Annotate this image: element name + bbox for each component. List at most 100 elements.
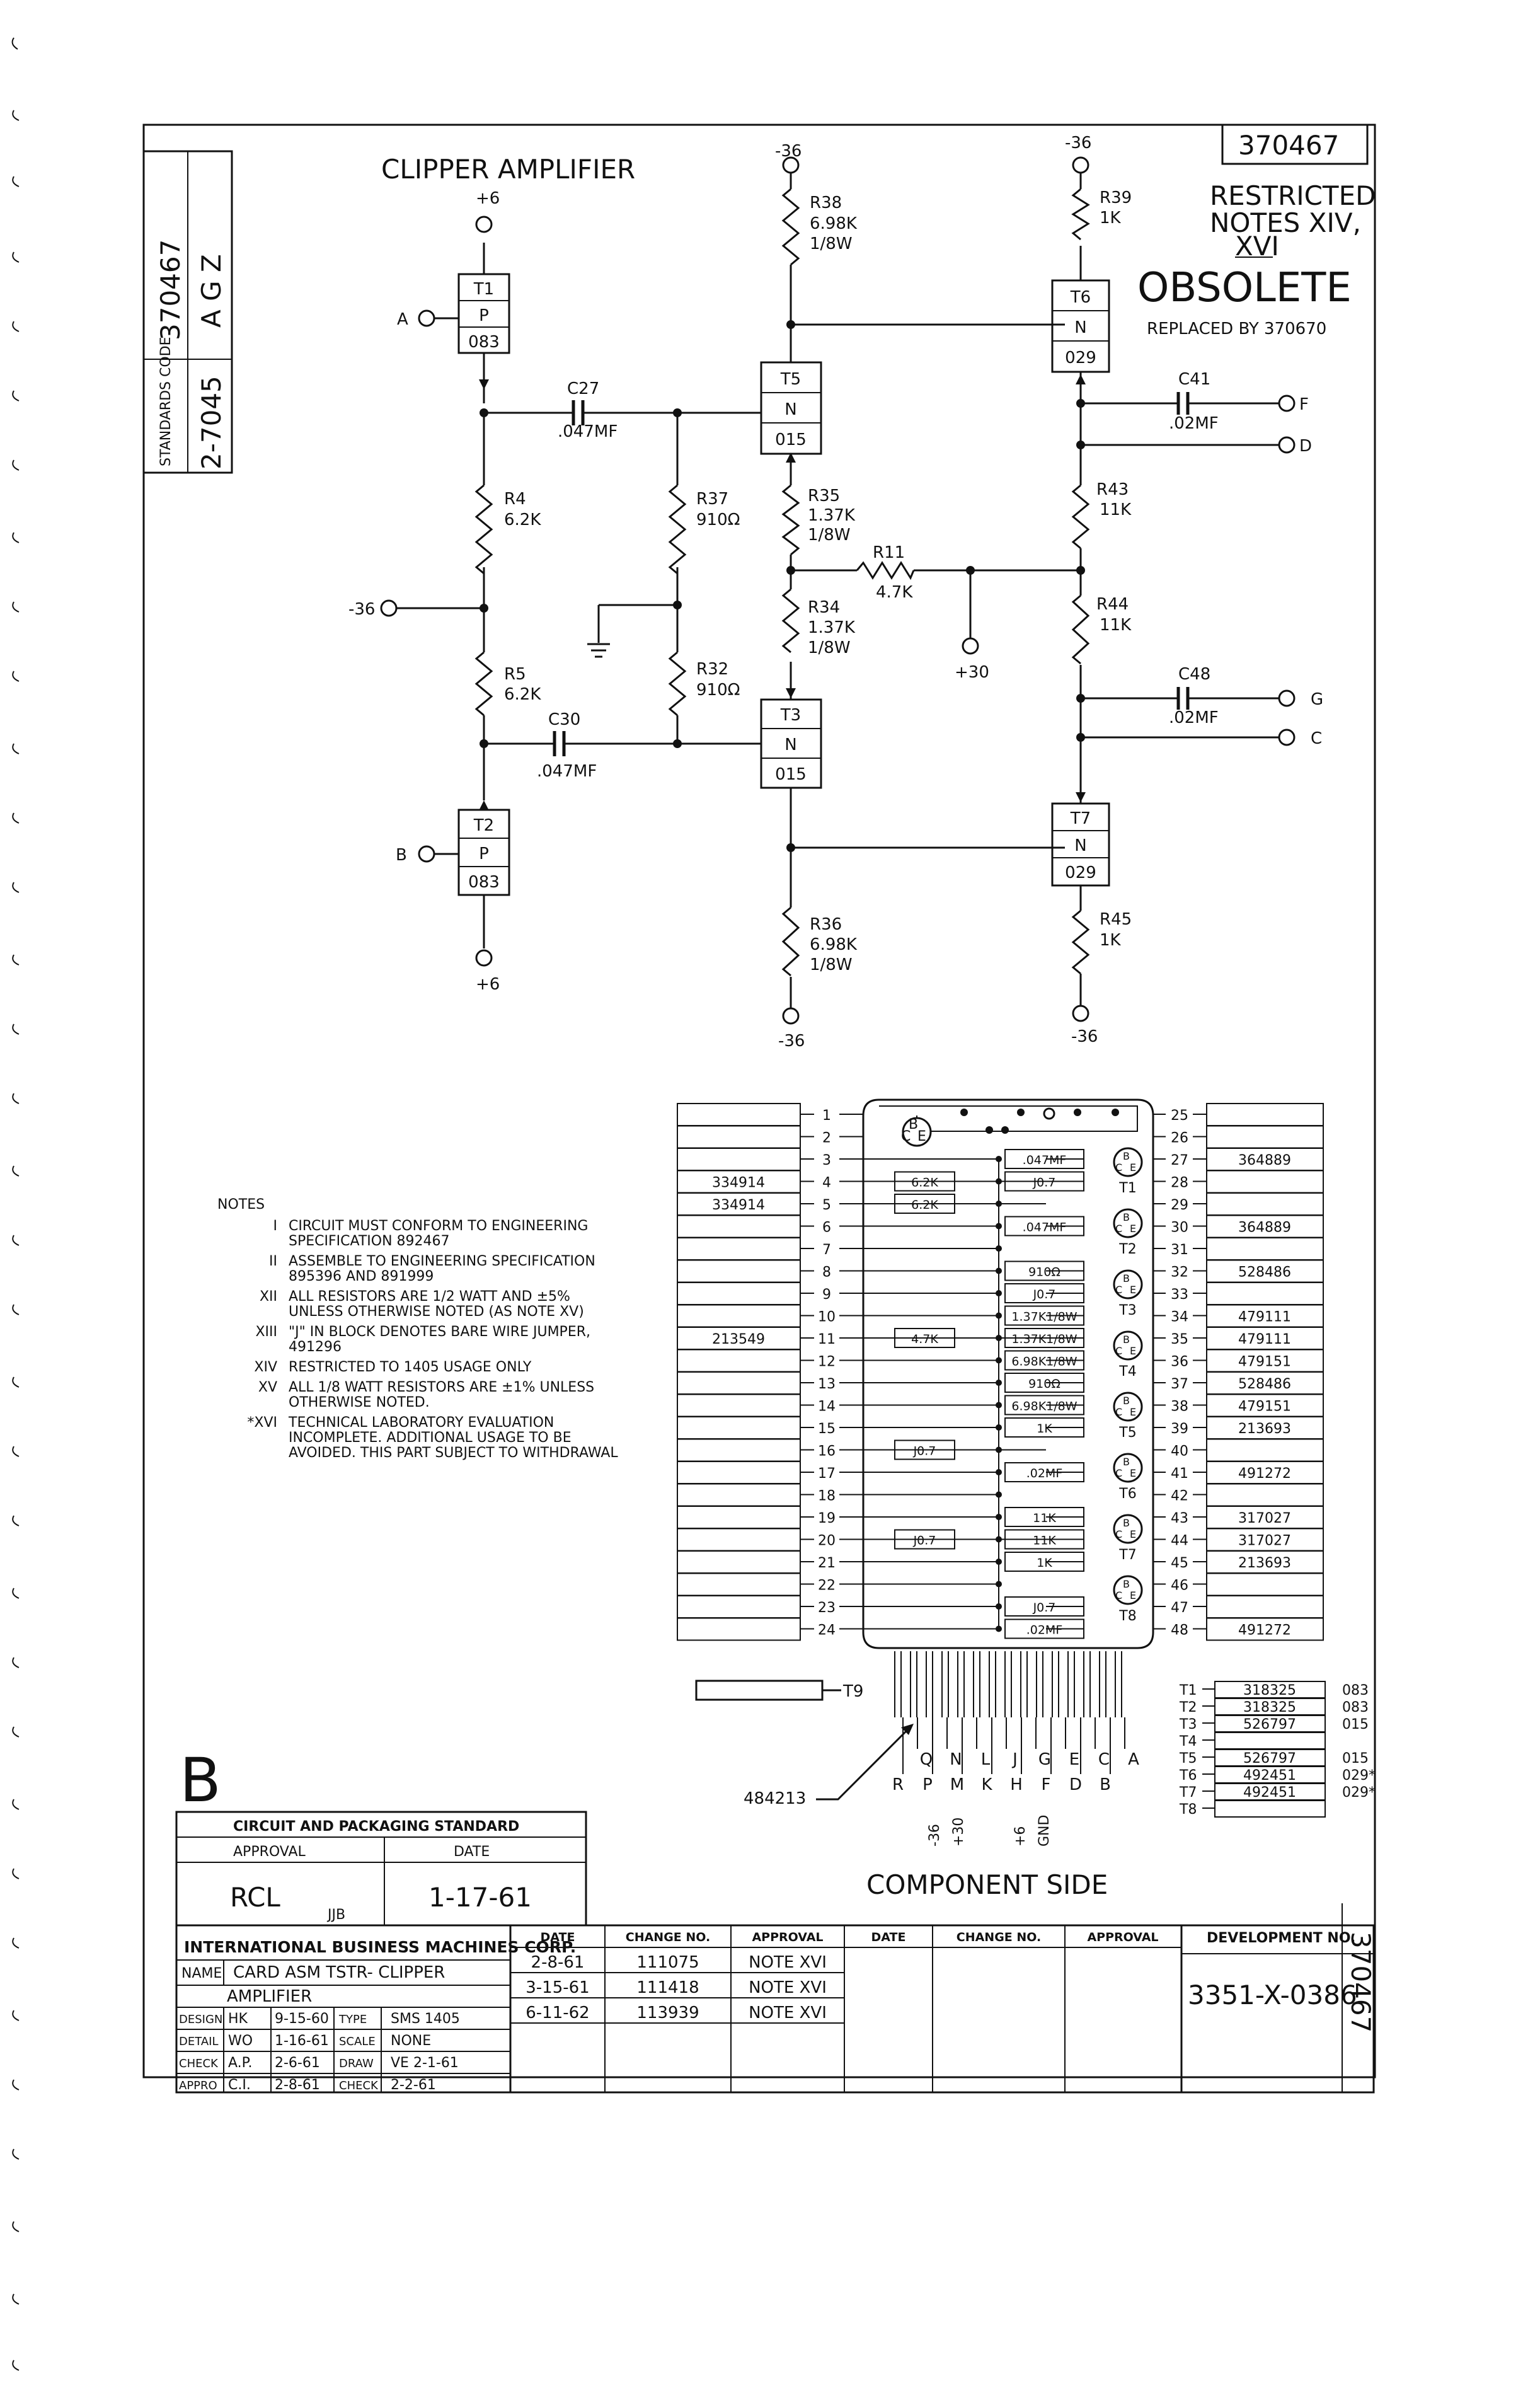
left-part-cell (677, 1483, 801, 1507)
change-header: APPROVAL (752, 1930, 823, 1944)
transistor-table-code: 083 (1342, 1683, 1369, 1698)
board-transistor-label: T1 (1118, 1180, 1136, 1196)
svg-text:C: C (1115, 1467, 1122, 1479)
pin-bottom-label: P (922, 1775, 933, 1794)
transistor-table-name: T7 (1179, 1785, 1197, 1801)
left-part-position: 14 (818, 1399, 836, 1415)
supply-minus36-r39: -36 (1065, 134, 1091, 153)
right-part-position: 27 (1171, 1153, 1188, 1168)
note-text: 491296 (289, 1339, 342, 1355)
right-part-position: 25 (1171, 1108, 1188, 1124)
svg-text:C48: C48 (1178, 665, 1210, 684)
ground-symbol (587, 643, 610, 658)
right-part-number: 364889 (1238, 1220, 1291, 1236)
standard-heading: CIRCUIT AND PACKAGING STANDARD (233, 1819, 519, 1835)
right-part-position: 28 (1171, 1175, 1188, 1191)
board-transistor-label: T2 (1118, 1242, 1136, 1257)
left-part-position: 18 (818, 1489, 836, 1504)
standard-approval: RCL (230, 1882, 280, 1913)
change-approval: NOTE XVI (749, 1953, 827, 1972)
svg-text:B: B (1123, 1272, 1130, 1284)
right-part-position: 47 (1171, 1600, 1188, 1616)
right-part-position: 33 (1171, 1287, 1188, 1303)
right-part-position: 48 (1171, 1623, 1188, 1639)
capacitor-plates (553, 392, 1190, 756)
svg-text:R43: R43 (1096, 480, 1129, 499)
junction-dots (480, 320, 1085, 852)
drawing-name-line2: AMPLIFIER (227, 1987, 312, 2006)
note-number: II (269, 1254, 277, 1269)
svg-text:1K: 1K (1100, 209, 1122, 228)
pin-supply-label: GND (1037, 1815, 1052, 1847)
terminal-b: B (396, 846, 407, 865)
svg-text:B: B (1123, 1517, 1130, 1529)
svg-text:C: C (1115, 1345, 1122, 1357)
transistor-table-code: 029* (1342, 1768, 1376, 1784)
transistor-table-code: 015 (1342, 1751, 1369, 1767)
svg-text:1.37K: 1.37K (808, 506, 856, 525)
svg-text:E: E (1130, 1589, 1136, 1601)
svg-text:029: 029 (1065, 863, 1096, 882)
r34-symbol (781, 588, 800, 654)
supply-minus36-r38: -36 (775, 142, 802, 161)
svg-text:015: 015 (775, 765, 807, 784)
right-part-cell (1206, 1125, 1324, 1149)
left-part-position: 4 (822, 1175, 831, 1191)
board-value-text: J0.7 (913, 1534, 936, 1548)
left-part-position: 16 (818, 1444, 836, 1460)
title-row-value: VE 2-1-61 (391, 2055, 459, 2071)
right-part-position: 32 (1171, 1265, 1188, 1281)
board-value-text: .02MF (1026, 1623, 1063, 1637)
change-number: 111075 (636, 1953, 699, 1972)
title-row-date: 9-15-60 (275, 2011, 329, 2027)
right-part-cell (1206, 1170, 1324, 1194)
svg-text:.047MF: .047MF (537, 762, 597, 781)
svg-text:B: B (1123, 1456, 1130, 1468)
transistor-t6: T6 N 029 (1051, 279, 1110, 373)
board-value-text: 6.2K (911, 1176, 938, 1190)
notes-heading: NOTES (217, 1197, 265, 1213)
transistor-table-name: T8 (1179, 1802, 1197, 1818)
terminal-rings (380, 156, 1296, 1025)
drawing-number: 370467 (1238, 130, 1339, 161)
right-part-position: 37 (1171, 1376, 1188, 1392)
svg-text:R37: R37 (696, 490, 728, 509)
svg-text:B: B (1123, 1211, 1130, 1223)
title-row-value: SMS 1405 (391, 2011, 460, 2027)
left-part-position: 5 (822, 1197, 831, 1213)
svg-text:R36: R36 (810, 915, 842, 934)
left-part-cell (677, 1595, 801, 1618)
transistor-table-part: 492451 (1243, 1785, 1296, 1801)
svg-text:6.2K: 6.2K (504, 685, 541, 704)
svg-text:1.37K: 1.37K (808, 618, 856, 637)
left-part-position: 7 (822, 1242, 831, 1258)
change-date: 6-11-62 (526, 2003, 589, 2022)
right-part-position: 46 (1171, 1578, 1188, 1594)
right-part-position: 42 (1171, 1489, 1188, 1504)
supply-minus36-r45: -36 (1071, 1027, 1098, 1046)
title-row-initials: A.P. (228, 2055, 253, 2071)
svg-text:P: P (479, 306, 489, 325)
r4-symbol (474, 484, 493, 575)
corner-number: 370467 (1345, 1932, 1376, 2032)
right-part-number: 479111 (1238, 1332, 1291, 1347)
change-number: 113939 (636, 2003, 699, 2022)
notes-reference: NOTES XIV, (1210, 207, 1361, 238)
resistor-labels: R38 6.98K 1/8W R39 1K R4 6.2K R37 910Ω R… (504, 188, 1132, 974)
title-row-label-2: TYPE (338, 2013, 367, 2026)
svg-text:E: E (1130, 1284, 1136, 1296)
transistor-table-part: 318325 (1243, 1700, 1296, 1715)
svg-text:N: N (1074, 318, 1086, 337)
svg-text:E: E (1130, 1345, 1136, 1357)
transistor-table-name: T5 (1179, 1751, 1197, 1767)
side-strip: 370467 A G Z STANDARDS CODE 2-7045 (142, 150, 233, 474)
title-row-value: NONE (391, 2033, 431, 2049)
svg-text:R44: R44 (1096, 595, 1129, 614)
terminal-g: G (1311, 690, 1323, 709)
note-text: CIRCUIT MUST CONFORM TO ENGINEERING (289, 1218, 588, 1234)
